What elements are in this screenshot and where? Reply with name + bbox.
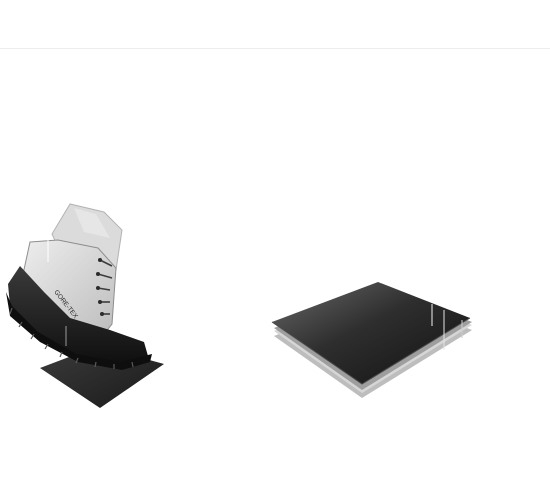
boot-illustration-icon: GORE-TEX xyxy=(0,196,180,416)
material-layer-top xyxy=(272,282,470,384)
boot-outsole xyxy=(6,292,152,370)
boot-mudguard xyxy=(8,266,148,364)
boot-laces xyxy=(97,259,113,315)
layered-material-icon xyxy=(266,276,480,406)
top-divider xyxy=(0,48,550,49)
